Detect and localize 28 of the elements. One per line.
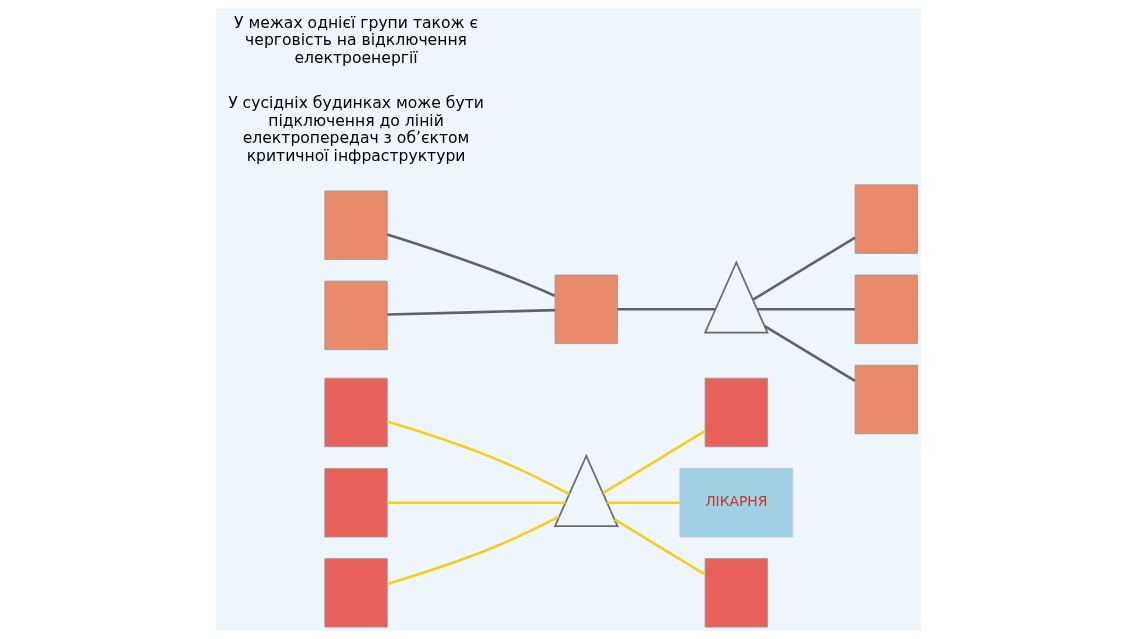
node-box (323, 468, 388, 538)
connector (386, 420, 570, 496)
label: У межах однієї групи також є черговість на відключення електроенергії (233, 13, 478, 67)
connector (386, 308, 555, 316)
node-box (854, 274, 918, 344)
node-box (554, 274, 618, 344)
label: У сусідніх будинках може бути підключення до ліній електропередач з об’єктом критичної інфраструктури (227, 94, 484, 165)
connector (617, 308, 715, 311)
node-box (323, 377, 388, 448)
node-box: ЛІКАРНЯ (679, 468, 793, 538)
connector (751, 236, 856, 301)
connector (387, 501, 565, 504)
node-box (323, 280, 388, 351)
connector (756, 308, 855, 311)
node-box (323, 558, 388, 628)
node-box (854, 184, 918, 254)
connector (763, 324, 856, 383)
connector (386, 233, 555, 297)
node-box (854, 364, 918, 435)
connector (386, 515, 560, 586)
connector (601, 429, 706, 495)
node-box (704, 377, 768, 448)
node-box (704, 558, 768, 628)
connector (606, 501, 680, 504)
node-box (323, 190, 388, 260)
node-picture (553, 453, 619, 527)
node-picture (703, 260, 769, 334)
connector (613, 518, 706, 576)
